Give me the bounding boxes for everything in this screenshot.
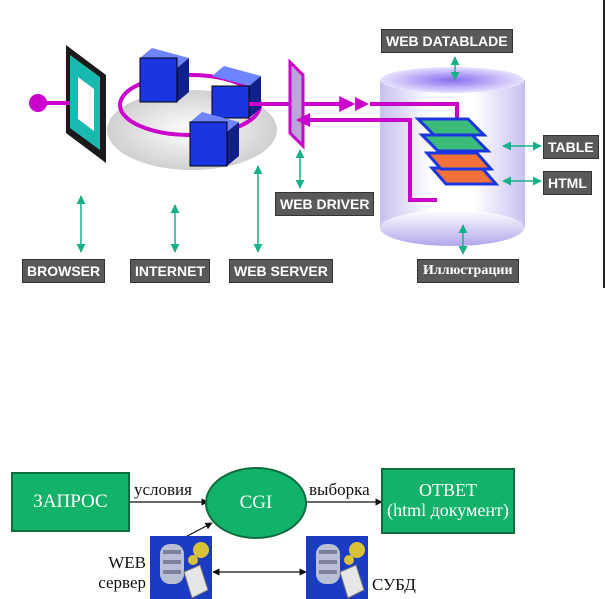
browser-label: BROWSER [22,259,106,283]
dbms-icon [306,536,368,599]
cgi-node: CGI [205,467,307,539]
web-server-label: WEB SERVER [229,259,333,283]
illustrations-label: Иллюстрации [417,259,519,283]
response-subtitle: (html документ) [387,500,509,520]
web-server-caption: WEB сервер [90,553,146,593]
conditions-label: условия [134,480,192,499]
server-cube-3 [189,112,239,167]
server-cube-2 [211,66,261,119]
server-cube-1 [139,48,189,103]
internet-label: INTERNET [130,259,210,283]
web-server-icon [150,536,212,599]
browser-window-icon [66,45,106,163]
web-driver-label: WEB DRIVER [275,192,375,216]
web-server-caption-line1: WEB [108,553,146,572]
html-label: HTML [543,171,592,195]
dbms-caption: СУБД [372,575,416,594]
table-label: TABLE [543,135,599,159]
web-datablade-label: WEB DATABLADE [381,29,513,53]
response-box: ОТВЕТ (html документ) [381,468,515,534]
response-title: ОТВЕТ [419,480,477,500]
datablade-layers-icon [414,117,500,186]
web-driver-plate-icon [288,58,305,150]
web-server-caption-line2: сервер [98,573,146,592]
request-box: ЗАПРОС [11,472,130,532]
selection-label: выборка [309,480,370,499]
